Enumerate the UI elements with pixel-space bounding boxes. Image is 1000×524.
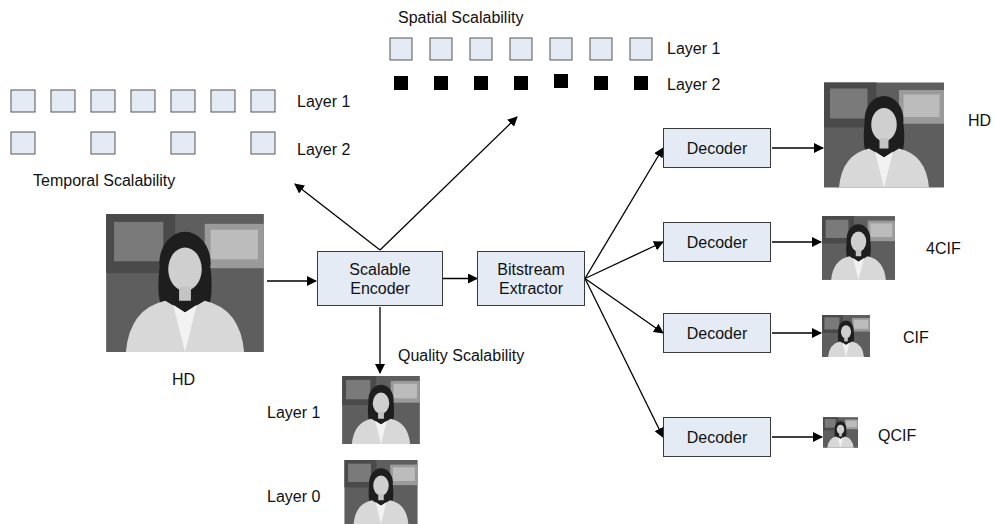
- section-title: Quality Scalability: [398, 346, 524, 365]
- box-text: Decoder: [683, 233, 751, 252]
- resolution-label: HD: [968, 111, 991, 130]
- input-video-frame: [106, 214, 264, 352]
- flow-connector: [585, 279, 663, 438]
- extractor-box: Bitstream Extractor: [477, 251, 585, 306]
- box-text: Decoder: [683, 324, 751, 343]
- decoder-box: Decoder: [663, 222, 771, 262]
- layer-label: Layer 1: [267, 403, 320, 422]
- flow-connector: [585, 148, 663, 279]
- quality-layer-frame: [342, 376, 420, 444]
- decoder-box: Decoder: [663, 313, 771, 353]
- spatial-frames: [390, 38, 652, 60]
- quality-layer-frame: [344, 460, 417, 524]
- box-text: Bitstream Extractor: [478, 260, 584, 298]
- box-text: Decoder: [683, 139, 751, 158]
- output-video-frame: [822, 216, 895, 280]
- encoder-box: Scalable Encoder: [317, 251, 443, 306]
- output-video-frame: [823, 417, 858, 448]
- spatial-low-res-frames: [394, 74, 648, 90]
- section-title: Spatial Scalability: [398, 8, 523, 27]
- flow-connector: [585, 242, 663, 279]
- section-title: Temporal Scalability: [33, 171, 175, 190]
- layer-label: Layer 2: [667, 75, 720, 94]
- decoder-box: Decoder: [663, 417, 771, 457]
- output-video-frame: [822, 315, 870, 357]
- resolution-label: QCIF: [878, 426, 916, 445]
- resolution-label: CIF: [903, 328, 929, 347]
- output-video-frame: [824, 83, 944, 188]
- layer-label: Layer 2: [297, 140, 350, 159]
- resolution-label: 4CIF: [926, 239, 961, 258]
- box-text: Decoder: [683, 428, 751, 447]
- decoder-box: Decoder: [663, 128, 771, 168]
- layer-label: Layer 1: [297, 92, 350, 111]
- layer-label: Layer 0: [267, 487, 320, 506]
- flow-connector: [443, 278, 477, 279]
- resolution-label: HD: [172, 370, 195, 389]
- flow-connector: [585, 279, 663, 334]
- flow-arrows: [267, 117, 823, 437]
- layer-label: Layer 1: [667, 39, 720, 58]
- temporal-frames: [11, 90, 275, 154]
- box-text: Scalable Encoder: [318, 260, 442, 298]
